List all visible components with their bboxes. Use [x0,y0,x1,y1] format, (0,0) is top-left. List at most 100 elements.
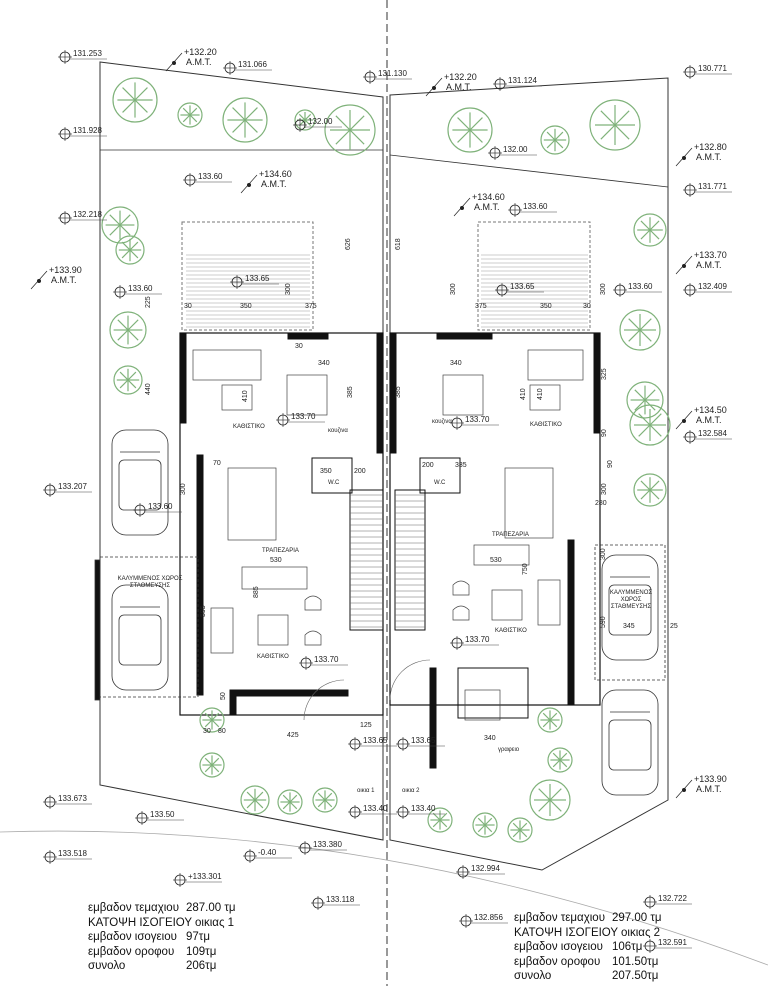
elevation-value: 132.00 [308,117,333,126]
amt-label: Α.Μ.Τ. [696,260,722,270]
room-label: ΚΑΘΙΣΤΙΚΟ [530,422,562,428]
desk-icon [464,689,501,721]
coffee-table-icon [257,614,289,646]
tree-icon [472,812,498,838]
dimension-label: 350 [320,468,332,475]
dimension-label: 90 [607,460,614,468]
elevation-value: 133.60 [198,172,223,181]
amt-marker: +132.20Α.Μ.Τ. [165,47,217,72]
tree-icon [312,787,338,813]
tree-icon [540,125,570,155]
elevation-value: 133.118 [326,895,355,904]
parking-areas [94,544,666,701]
elevation-value: 130.771 [698,64,727,73]
dimension-label: 385 [347,386,354,398]
house-2-walls [389,332,601,769]
elevation-marker: 132.994 [456,864,505,879]
elevation-value: 133.70 [291,412,316,421]
elevation-value: 132.00 [503,145,528,154]
dimension-label: 410 [242,390,249,402]
dimension-label: 626 [345,238,352,250]
tree-icon [537,707,563,733]
stat-value: 207.50τμ [612,970,659,982]
amt-value: +132.20 [184,47,217,57]
elevation-marker: 132.856 [459,913,508,928]
amt-marker: +132.80Α.Μ.Τ. [675,142,727,167]
dining-set-icon [442,374,484,416]
tree-icon [629,404,671,446]
room-label: γραφειο [498,747,520,753]
tree-icon [113,365,143,395]
room-label: κουζινα [328,428,348,434]
summary-title: ΚΑΤΟΨΗ ΙΣΟΓΕΙΟΥ οικιας 2 [514,926,661,939]
coffee-table-icon [491,589,523,621]
elevation-value: 133.380 [313,840,342,849]
dimension-label: 340 [450,360,462,367]
room-label: ΚΑΘΙΣΤΙΚΟ [233,424,265,430]
stat-label: εμβαδον ισογειου [514,941,603,953]
elevation-marker: 131.928 [58,126,107,141]
elevation-value: 132.584 [698,429,727,438]
elevation-value: 131.130 [378,69,407,78]
stat-label: εμβαδον τεμαχιου [88,902,179,914]
elevation-value: 133.65 [411,736,436,745]
elevation-value: 133.60 [628,282,653,291]
elevation-value: 133.50 [150,810,175,819]
dimension-label: 530 [270,557,282,564]
elevation-value: 133.65 [510,282,535,291]
stat-value: 97τμ [186,931,210,943]
dining-set-icon [286,374,328,416]
dimension-label: 90 [601,429,608,437]
elevation-marker: 133.40 [396,804,445,819]
dimension-label: 345 [623,623,635,630]
stat-label: εμβαδον οροφου [88,945,175,958]
elevation-value: 132.856 [474,913,503,922]
elevation-marker: 133.60 [183,172,232,187]
amt-value: +134.60 [472,192,505,202]
room-label: W.C [434,480,446,486]
plot-2-fence-line [389,154,669,188]
room-label: ΤΡΑΠΕΖΑΡΙΑ [262,548,299,554]
elevation-value: 133.60 [128,284,153,293]
elevation-marker: 133.673 [43,794,92,809]
dimension-label: 595 [200,605,207,617]
elevation-marker: 131.066 [223,60,272,75]
amt-value: +133.90 [694,774,727,784]
elevation-value: 132.409 [698,282,727,291]
elevation-markers: 131.253131.066131.130131.124130.771131.9… [43,49,732,953]
terrain-curve [0,830,768,966]
dimension-label: 440 [145,383,152,395]
terrace-1 [181,221,314,331]
tree-icon [115,235,145,265]
dimension-label: 50 [220,692,227,700]
sofa-icon [527,349,584,381]
room-label: W.C [328,480,340,486]
room-label: ΚΑΛΥΜΜΕΝΟΣ ΧΩΡΟΣ ΣΤΑΘΜΕΥΣΗΣ [609,590,653,610]
stat-label: εμβαδον οροφου [514,955,601,968]
sofa-icon [192,349,262,381]
elevation-marker: -0.40 [243,848,292,863]
dimension-label: 350 [240,303,252,310]
dimension-label: 225 [145,296,152,308]
dimension-label: 200 [422,462,434,469]
elevation-value: 133.40 [411,804,436,813]
elevation-value: 131.928 [73,126,102,135]
elevation-value: 132.722 [658,894,687,903]
amt-value: +132.80 [694,142,727,152]
amt-marker: +134.50Α.Μ.Τ. [675,405,727,430]
elevation-value: -0.40 [258,848,277,857]
elevation-value: 132.591 [658,938,687,947]
dimension-label: 335 [455,462,467,469]
elevation-marker: 133.40 [348,804,397,819]
tree-icon [619,309,661,351]
room-label: ΚΑΛΥΜΜΕΝΟΣ ΧΩΡΟΣ ΣΤΑΘΜΕΥΣΗΣ [117,576,183,589]
room-label: ΚΑΘΙΣΤΙΚΟ [495,628,527,634]
amt-label: Α.Μ.Τ. [51,275,77,285]
tree-icon [222,97,268,143]
dimension-label: 375 [305,303,317,310]
amt-label: Α.Μ.Τ. [474,202,500,212]
elevation-value: 133.518 [58,849,87,858]
dimension-label: 300 [600,283,607,295]
